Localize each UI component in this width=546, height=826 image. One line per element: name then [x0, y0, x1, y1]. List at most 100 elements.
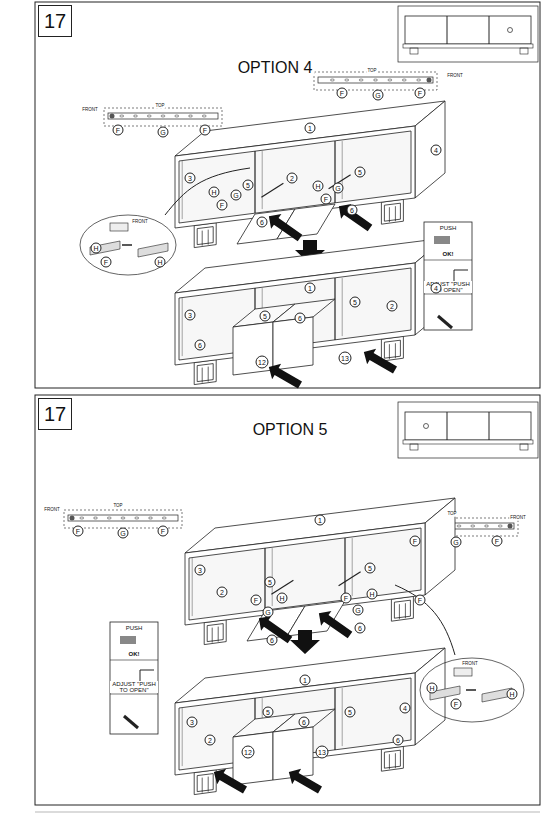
push-to-open-detail	[424, 222, 472, 330]
callout-number: 1	[315, 515, 326, 526]
leg-bar	[212, 628, 213, 643]
rail-hole	[135, 517, 139, 519]
back-edge	[182, 708, 183, 766]
callout-number: 2	[205, 735, 216, 746]
callout-number: 4	[431, 145, 442, 156]
rail-hole	[330, 79, 334, 81]
callout-number: 6	[347, 205, 358, 216]
cabinet-leg	[194, 770, 216, 795]
rail-hole	[175, 115, 179, 117]
rail	[108, 113, 218, 119]
callout-number: 6	[299, 717, 310, 728]
rail-hole	[374, 79, 378, 81]
push-label: PUSH	[126, 625, 143, 631]
rail-hole	[359, 79, 363, 81]
callout-number: 3	[185, 173, 196, 184]
rail-roller	[427, 78, 432, 83]
callout-number: 5	[345, 707, 356, 718]
rail-hole	[388, 79, 392, 81]
rail-hole	[120, 115, 124, 117]
drawer-front	[233, 732, 273, 785]
callout-number: F	[337, 88, 348, 99]
panel-border	[35, 2, 540, 388]
rail-hole	[134, 115, 138, 117]
tv-cabinet	[175, 238, 445, 385]
rail-hole	[149, 517, 153, 519]
callout-number: G	[118, 528, 129, 539]
callout-number: G	[333, 183, 344, 194]
tv-cabinet	[175, 101, 445, 248]
back-edge	[182, 298, 183, 356]
push-arrow	[264, 209, 305, 246]
callout-number: H	[277, 593, 288, 604]
callout-number: G	[263, 607, 274, 618]
back-edge	[342, 688, 343, 746]
drawer-front	[273, 317, 313, 370]
back-edge	[262, 151, 263, 209]
orientation-note: FRONT	[43, 508, 61, 513]
rail-hole	[107, 517, 111, 519]
callout-number: F	[101, 257, 112, 268]
callout-number: F	[200, 125, 211, 136]
back-edge	[182, 161, 183, 219]
cabinet-leg	[207, 624, 223, 642]
callout-number: F	[217, 200, 228, 211]
detail-leader	[165, 168, 250, 215]
cabinet-leg	[384, 340, 400, 358]
leg-bar	[395, 343, 396, 358]
orientation-note: TOP	[112, 504, 123, 509]
callout-number: 6	[355, 623, 366, 634]
rail-hole	[147, 115, 151, 117]
leg-bar	[218, 627, 219, 642]
push-to-open-detail	[110, 622, 158, 734]
callout-number: 4	[431, 283, 442, 294]
orientation-note: FRONT	[81, 108, 99, 113]
callout-number: F	[415, 595, 426, 606]
orientation-note: TOP	[366, 69, 377, 74]
rail-hole	[457, 525, 461, 527]
callout-number: H	[155, 257, 166, 268]
cabinet-divider	[334, 141, 335, 203]
adjust-note: ADJUST "PUSH TO OPEN"	[110, 681, 158, 693]
cabinet-side	[415, 101, 445, 198]
callout-number: 2	[387, 301, 398, 312]
leg-bar	[202, 778, 203, 793]
step-number-box: 17	[38, 398, 72, 430]
cabinet-divider	[344, 538, 345, 600]
callout-number: H	[91, 243, 102, 254]
callout-number: 2	[217, 587, 228, 598]
callout-number: F	[410, 536, 421, 547]
push-arrow	[264, 359, 304, 393]
rail-hole	[471, 525, 475, 527]
cabinet-leg	[194, 360, 216, 385]
cabinet-leg	[194, 223, 216, 248]
step-number-box: 17	[38, 5, 72, 37]
push-arrow	[314, 606, 355, 643]
ok-label: OK!	[129, 651, 140, 657]
leg-bar	[399, 604, 400, 619]
cabinet-leg	[204, 620, 226, 645]
rail-hole	[498, 525, 502, 527]
callout-number: G	[353, 605, 364, 616]
cabinet-leg	[381, 336, 403, 361]
callout-number: 3	[187, 717, 198, 728]
push-arrow	[209, 764, 249, 798]
cabinet-leg	[381, 746, 403, 771]
back-edge	[342, 278, 343, 336]
callout-number: 6	[393, 735, 404, 746]
callout-number: 5	[350, 297, 361, 308]
detail-inset: PUSHOK!ADJUST "PUSH TO OPEN"	[424, 222, 472, 330]
drawer-rail	[339, 572, 361, 586]
callout-number: 5	[243, 180, 254, 191]
push-arrow	[284, 764, 324, 798]
orientation-note: FRONT	[461, 662, 479, 667]
push-arrow	[334, 199, 375, 236]
leg-bar	[208, 230, 209, 245]
callout-number: 1	[300, 675, 311, 686]
thumbnail-cabinet	[398, 6, 538, 62]
orientation-note: FRONT	[446, 74, 464, 79]
page-rule	[35, 812, 540, 813]
rail	[68, 515, 178, 521]
